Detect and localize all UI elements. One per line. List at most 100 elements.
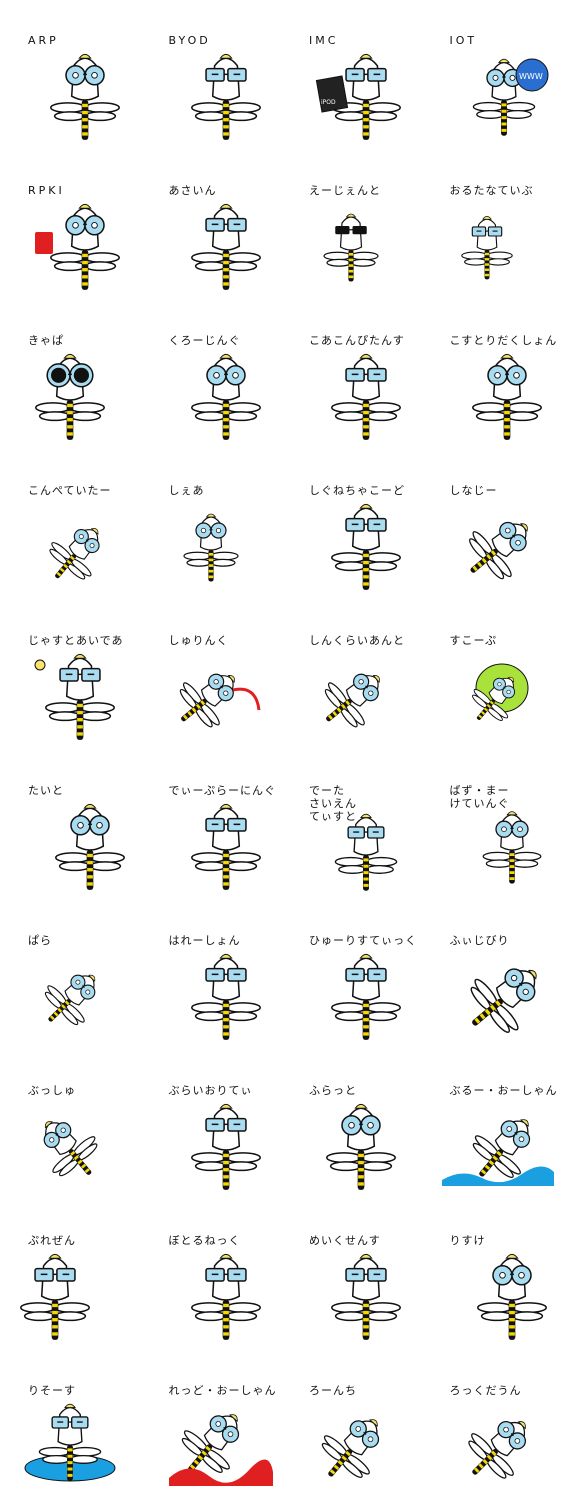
tail	[222, 1300, 229, 1340]
sticker-cell[interactable]: ぶるー・おーしゃん	[422, 1050, 562, 1200]
dragonfly-mascot	[55, 803, 125, 890]
head	[494, 811, 529, 851]
sticker-cell[interactable]: ぼとるねっく	[141, 1200, 282, 1350]
sticker-cell[interactable]: はれーしょん	[141, 900, 282, 1050]
glasses	[503, 968, 535, 1002]
dragonfly-mascot	[323, 213, 379, 282]
sticker-cell[interactable]: でぃーぷらーにんぐ	[141, 750, 282, 900]
sticker-cell[interactable]: ふぃじびり	[422, 900, 562, 1050]
dragonfly-mascot	[49, 528, 100, 580]
sticker-art	[182, 513, 239, 582]
sticker-cell[interactable]: でーた さいえん てぃすと	[281, 750, 422, 900]
globe-text: WWW	[519, 72, 543, 81]
sticker-cell[interactable]: しなじー	[422, 450, 562, 600]
sticker-cell[interactable]: RPKI	[0, 150, 141, 300]
sticker-cell[interactable]: こあこんぴたんす	[281, 300, 422, 450]
sticker-cell[interactable]: しぐねちゃこーど	[281, 450, 422, 600]
sticker-art	[24, 1403, 116, 1482]
head	[204, 53, 247, 101]
head	[65, 53, 105, 101]
sticker-cell[interactable]: ろーんち	[281, 1350, 422, 1500]
sticker-cell[interactable]: めいくせんす	[281, 1200, 422, 1350]
sticker-cell[interactable]: しんくらいあんと	[281, 600, 422, 750]
sticker-art	[190, 953, 261, 1040]
head	[345, 353, 387, 401]
ocean-wave	[441, 1166, 554, 1186]
tail	[478, 1149, 503, 1177]
sticker-cell[interactable]: おるたなていぶ	[422, 150, 562, 300]
sticker-label: すこーぷ	[449, 634, 498, 647]
sticker-cell[interactable]: ひゅーりすてぃっく	[281, 900, 422, 1050]
glasses	[345, 967, 387, 982]
glasses	[46, 363, 94, 388]
tail	[362, 100, 370, 140]
sticker-art	[190, 203, 261, 290]
head	[46, 353, 94, 401]
dragonfly-mascot	[331, 953, 401, 1040]
sticker-cell[interactable]: ぶっしゅ	[0, 1050, 141, 1200]
sticker-art	[190, 53, 261, 140]
dragonfly-mascot	[471, 676, 515, 721]
sticker-cell[interactable]: ろっくだうん	[422, 1350, 562, 1500]
sticker-cell[interactable]: ARP	[0, 0, 141, 150]
tail	[362, 550, 370, 590]
head	[204, 1103, 247, 1151]
sticker-cell[interactable]: ぱら	[0, 900, 141, 1050]
sticker-label: しなじー	[449, 484, 498, 497]
ipod-label: iPOD	[321, 99, 336, 106]
ipod-device: iPOD	[315, 75, 349, 113]
sticker-cell[interactable]: れっど・おーしゃん	[141, 1350, 282, 1500]
sticker-cell[interactable]: りすけ	[422, 1200, 562, 1350]
sticker-cell[interactable]: BYOD	[141, 0, 282, 150]
sticker-cell[interactable]: しぇあ	[141, 450, 282, 600]
tail	[471, 1449, 498, 1475]
sticker-art	[324, 673, 380, 728]
sticker-cell[interactable]: じゃすとあいであ	[0, 600, 141, 750]
sticker-art	[471, 663, 528, 721]
sticker-cell[interactable]: ふらっと	[281, 1050, 422, 1200]
sticker-cell[interactable]: こすとりだくしょん	[422, 300, 562, 450]
dragonfly-mascot	[182, 513, 239, 582]
wings	[472, 101, 535, 119]
sticker-cell[interactable]: ばず・まー けていんぐ	[422, 750, 562, 900]
tail	[508, 1300, 515, 1340]
wings	[38, 1446, 102, 1464]
wings	[324, 682, 365, 728]
sticker-cell[interactable]: きゃぱ	[0, 300, 141, 450]
sticker-label: しぐねちゃこーど	[309, 484, 405, 497]
head	[204, 803, 247, 851]
sticker-label: ぷれぜん	[28, 1234, 76, 1247]
sticker-label: じゃすとあいであ	[28, 634, 124, 647]
sticker-label: しぇあ	[168, 484, 205, 497]
sticker-cell[interactable]: しゅりんく	[141, 600, 282, 750]
sticker-cell[interactable]: あさいん	[141, 150, 282, 300]
sticker-label: ひゅーりすてぃっく	[309, 934, 418, 947]
sticker-cell[interactable]: くろーじんぐ	[141, 300, 282, 450]
sticker-cell[interactable]: ぷれぜん	[0, 1200, 141, 1350]
dragonfly-mascot	[43, 1121, 98, 1177]
lightbulb-icon	[34, 659, 46, 671]
sticker-label: きゃぱ	[28, 334, 64, 347]
sticker-cell[interactable]: ぶらいおりてぃ	[141, 1050, 282, 1200]
glasses	[347, 826, 385, 839]
tail	[222, 100, 229, 140]
sticker-cell[interactable]: たいと	[0, 750, 141, 900]
sticker-cell[interactable]: すこーぷ	[422, 600, 562, 750]
sticker-label: こすとりだくしょん	[449, 334, 558, 347]
head	[343, 1419, 380, 1456]
head	[70, 803, 110, 851]
head	[490, 1420, 526, 1457]
sticker-cell[interactable]: りそーす	[0, 1350, 141, 1500]
head	[64, 974, 96, 1006]
sticker-art	[471, 353, 542, 440]
red-wave	[168, 1459, 273, 1486]
sticker-art	[326, 1103, 396, 1190]
sticker-label: ろーんち	[309, 1384, 357, 1397]
sticker-art	[50, 53, 120, 140]
sticker-cell[interactable]: こんぺていたー	[0, 450, 141, 600]
dragonfly-mascot	[50, 53, 120, 140]
sticker-cell[interactable]: えーじぇんと	[281, 150, 422, 300]
dragonfly-mascot	[35, 353, 105, 440]
